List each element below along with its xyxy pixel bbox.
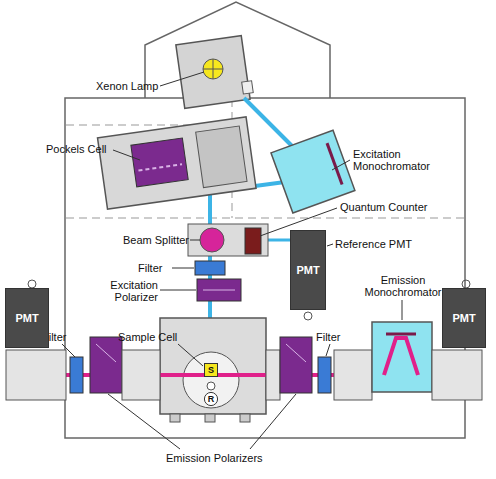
emission-polarizer (280, 337, 312, 393)
xenon-lamp (176, 35, 254, 108)
cuvette-position (207, 382, 215, 390)
reference-position: R (204, 392, 218, 406)
polarizer-mark (96, 344, 116, 362)
pmt-connector (304, 312, 312, 320)
grating (386, 333, 416, 336)
pmt-detector: PMT (290, 230, 326, 310)
beam-splitter (200, 228, 224, 252)
sample-turret (183, 352, 239, 408)
emission-filter (70, 357, 83, 393)
part-label: Reference PMT (335, 238, 412, 250)
emission-filter (318, 357, 331, 393)
lamp-crosshair (213, 59, 214, 79)
excitation-filter (195, 261, 225, 275)
part-label: Excitation Monochromator (353, 148, 443, 172)
node-text: PMT (15, 313, 38, 324)
polarizer-mark (286, 344, 306, 362)
beam-splitter-housing (188, 224, 268, 256)
detector-tube (432, 350, 482, 400)
pmt-detector: PMT (442, 288, 486, 348)
node-text: PMT (296, 265, 319, 276)
dashed-divider (66, 218, 464, 219)
excitation-monochromator (271, 130, 355, 213)
part-label: Filter (316, 331, 340, 343)
part-label: Quantum Counter (340, 201, 427, 213)
sample-position: S (204, 363, 218, 377)
emission-tube (122, 350, 160, 400)
excitation-beam (244, 98, 296, 150)
lamp-bulb (203, 59, 223, 79)
chamber-foot (205, 414, 215, 422)
circle-outline (204, 392, 217, 405)
polarizer-mark (203, 290, 235, 291)
quantum-counter (245, 228, 261, 254)
pockels-cell (98, 117, 257, 209)
pmt-detector: PMT (5, 288, 49, 348)
node-text: R (208, 395, 215, 404)
pmt-connector (28, 280, 36, 288)
leader-lines (62, 72, 402, 449)
emission-tube (334, 350, 372, 400)
excitation-polarizer (197, 279, 241, 301)
part-label: Xenon Lamp (96, 80, 158, 92)
part-label: Beam Splitter (115, 234, 189, 246)
node-text: PMT (452, 313, 475, 324)
chamber-foot (170, 414, 180, 422)
part-label: Filter (138, 262, 162, 274)
chamber-foot (240, 414, 250, 422)
part-label: Excitation Polarizer (96, 279, 158, 303)
detector-tube (6, 350, 66, 400)
part-label: Sample Cell (118, 331, 177, 343)
emission-tube (266, 350, 280, 400)
part-label: Pockels Cell (46, 143, 107, 155)
emission-polarizer (90, 337, 122, 393)
pmt-connector (462, 280, 470, 288)
node-text: S (208, 366, 214, 375)
instrument-housing (65, 98, 465, 438)
emission-beam (384, 338, 418, 375)
emission-monochromator (372, 322, 432, 392)
part-label: Emission Monochromator (358, 274, 448, 298)
part-label: Emission Polarizers (166, 452, 263, 464)
